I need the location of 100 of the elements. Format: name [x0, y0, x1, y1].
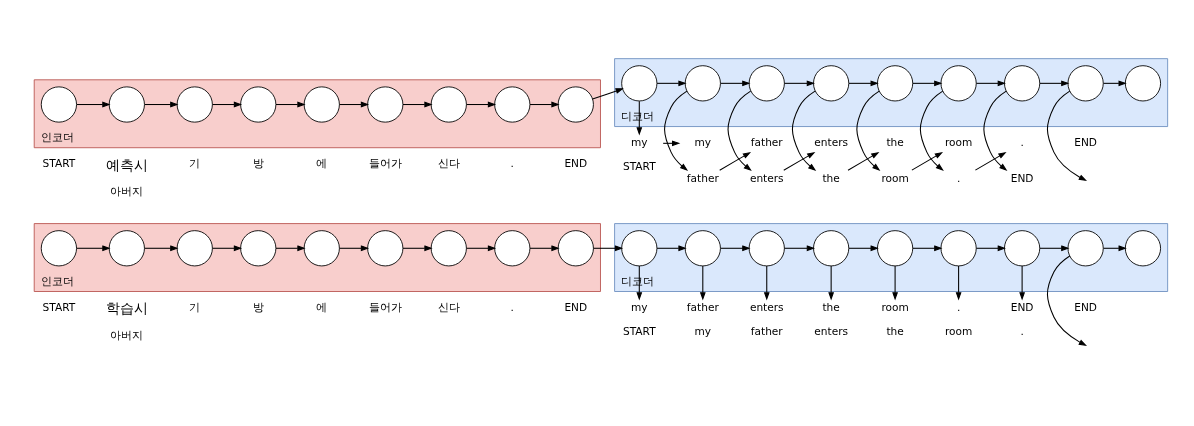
arrow: [975, 80, 1006, 87]
arrow: [783, 80, 816, 87]
node-text: END: [1010, 301, 1034, 313]
label: 아버지: [110, 185, 144, 198]
label: 방: [252, 157, 264, 170]
arrow: [656, 245, 687, 252]
arrow: [1102, 80, 1127, 87]
arrow: [1102, 245, 1127, 252]
arrow: [211, 101, 243, 108]
arrow: [144, 245, 179, 252]
label: START: [42, 301, 76, 313]
arrow: [919, 90, 944, 172]
arrow: [856, 90, 881, 172]
arrow: [339, 101, 370, 108]
label: 기: [189, 157, 201, 170]
arrow: [1046, 255, 1088, 347]
node-circle: [303, 230, 340, 267]
label: 에: [316, 301, 328, 313]
cluster: 인코더: [33, 79, 601, 149]
node-circle: [684, 230, 721, 267]
arrow: [592, 88, 624, 100]
arrow: [656, 80, 687, 87]
label: 기: [189, 301, 201, 313]
node-circle: [1004, 65, 1041, 102]
label: START: [42, 157, 76, 170]
node-text: room: [881, 172, 909, 185]
arrow: [699, 265, 706, 301]
label: 들어가: [368, 301, 402, 313]
node-circle: [557, 86, 594, 123]
node-text: father: [750, 136, 783, 149]
node-circle: [877, 230, 914, 267]
node-circle: [367, 86, 404, 123]
label: my: [694, 324, 712, 337]
node-circle: [40, 86, 77, 123]
node-text: father: [686, 172, 719, 185]
node-text: the: [886, 136, 904, 149]
arrow: [783, 245, 816, 252]
arrow: [955, 265, 962, 301]
node-text: END: [1010, 172, 1034, 185]
node-circle: [1004, 230, 1041, 267]
node-circle: [621, 65, 658, 102]
arrow: [848, 80, 879, 87]
node-text: enters: [749, 301, 784, 313]
label: 방: [252, 301, 264, 313]
arrow: [974, 151, 1007, 171]
node-text: the: [822, 172, 840, 185]
node-circle: [494, 230, 531, 267]
label: END: [564, 157, 588, 170]
arrow: [339, 245, 370, 252]
node-circle: [240, 86, 277, 123]
node-circle: [430, 86, 467, 123]
arrow: [664, 90, 689, 172]
arrow: [911, 151, 944, 171]
node-circle: [813, 230, 850, 267]
label: father: [750, 324, 783, 337]
label: 예측시: [105, 156, 148, 173]
arrow: [593, 245, 624, 252]
node-circle: [748, 230, 785, 267]
label: 신다: [437, 157, 460, 170]
node-text: the: [822, 301, 840, 313]
label: .: [510, 157, 514, 170]
node-text: my: [694, 136, 712, 149]
label: .: [510, 301, 514, 313]
arrow: [402, 101, 433, 108]
arrow: [783, 151, 816, 171]
label: END: [1074, 301, 1097, 313]
arrow: [848, 245, 879, 252]
node-text: enters: [749, 172, 784, 185]
node-text: room: [881, 301, 909, 313]
arrow: [1019, 265, 1025, 301]
label: START: [622, 324, 656, 337]
label: enters: [814, 324, 849, 337]
node-circle: [621, 230, 658, 267]
node-circle: [367, 230, 404, 267]
arrow: [720, 245, 751, 252]
node-circle: [877, 65, 914, 102]
node-circle: [1067, 230, 1104, 267]
arrow: [975, 245, 1006, 252]
label: room: [944, 324, 973, 337]
arrow: [892, 265, 898, 301]
node-circle: [684, 65, 721, 102]
node-circle: [1067, 65, 1104, 102]
arrow: [76, 245, 111, 252]
arrow: [402, 245, 433, 252]
arrow: [1039, 80, 1070, 87]
arrow: [1046, 90, 1088, 182]
node-text: .: [956, 301, 961, 313]
arrow: [275, 101, 306, 108]
arrow: [912, 245, 943, 252]
node-circle: [1124, 65, 1162, 102]
arrow: [529, 101, 560, 108]
label: 들어가: [368, 157, 402, 170]
node-circle: [176, 230, 213, 267]
node-circle: [240, 230, 277, 267]
node-circle: [108, 86, 145, 123]
label: 아버지: [110, 329, 144, 342]
label: 에: [316, 157, 328, 170]
node-circle: [557, 230, 594, 267]
label: 신다: [437, 301, 460, 313]
node-circle: [176, 86, 213, 123]
